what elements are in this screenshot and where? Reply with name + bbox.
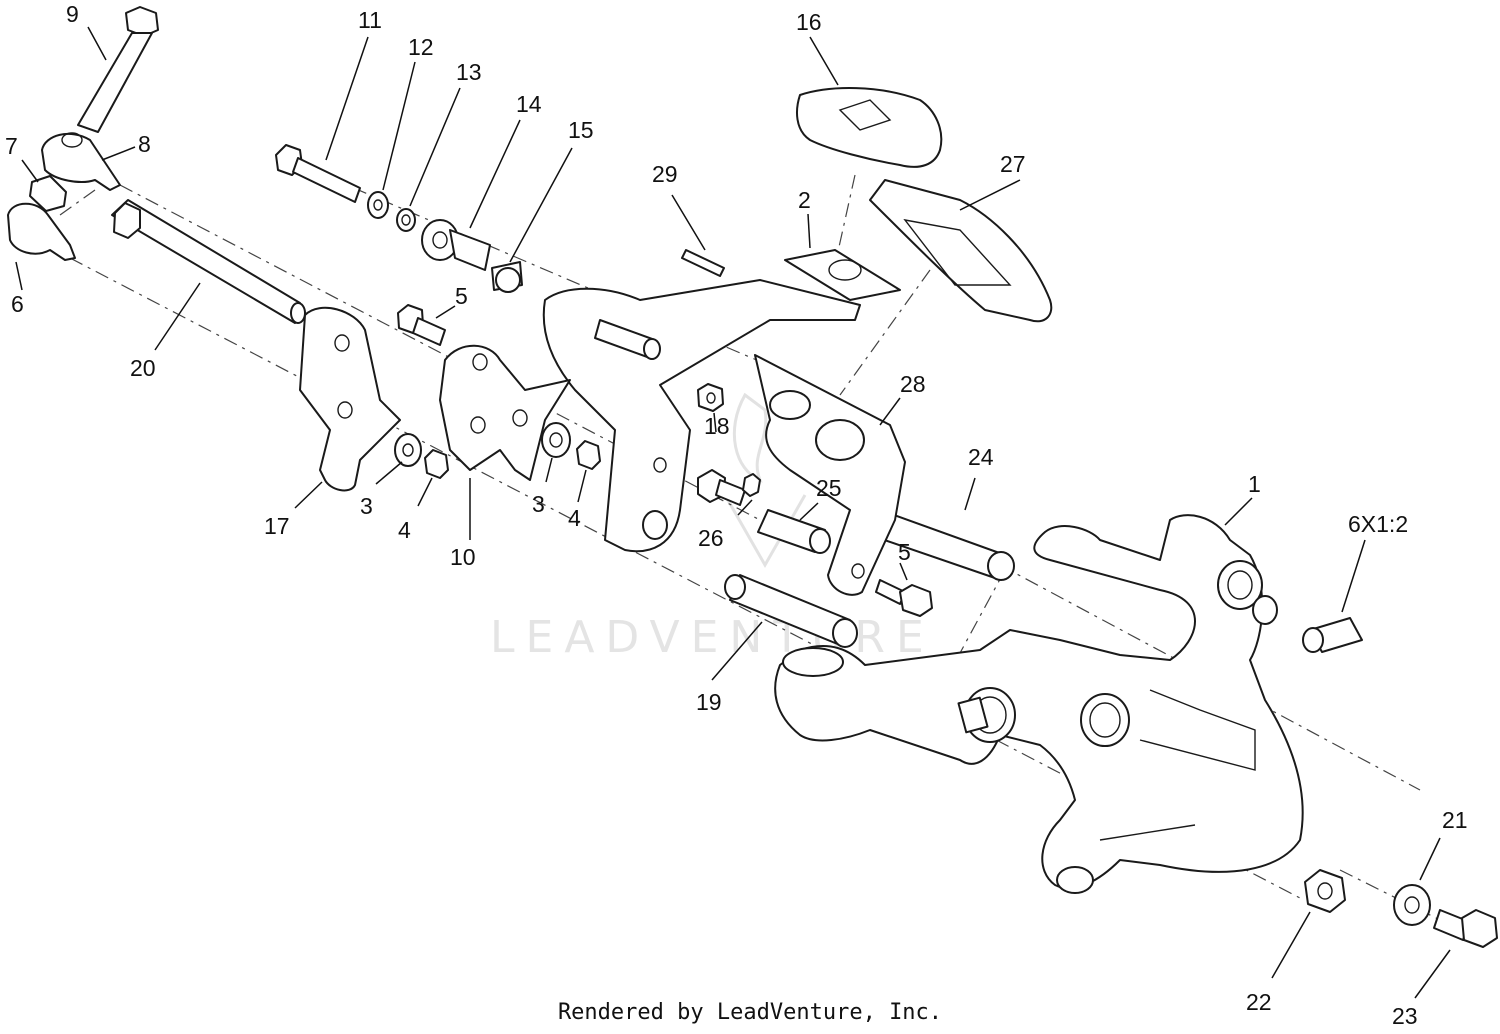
rod-end-part-14	[421, 219, 491, 271]
callout-1: 1	[1248, 471, 1261, 497]
callout-3b: 3	[532, 491, 545, 517]
callout-3a: 3	[360, 493, 373, 519]
callout-10: 10	[450, 544, 476, 570]
callout-5a: 5	[455, 283, 468, 309]
pedal-lever-arm	[542, 279, 861, 553]
washer-part-3a	[394, 433, 422, 467]
pin-part-29	[681, 249, 725, 277]
callout-16: 16	[796, 9, 822, 35]
callout-2: 2	[798, 187, 811, 213]
pedal-bracket-part-2	[784, 249, 901, 301]
callout-5b: 5	[898, 539, 911, 565]
bolt-part-5b	[875, 579, 933, 617]
callout-22: 22	[1246, 989, 1272, 1015]
callout-26: 26	[698, 525, 724, 551]
pedal-pad-part-16	[796, 87, 943, 168]
washer-part-13	[396, 208, 416, 232]
bolt-part-23	[1433, 909, 1498, 948]
callout-6x: 6X1:2	[1348, 511, 1408, 537]
callout-23: 23	[1392, 1003, 1418, 1029]
callout-19: 19	[696, 689, 722, 715]
nut-part-18	[697, 383, 724, 412]
washer-part-12	[367, 191, 389, 219]
tube-part-19	[724, 574, 858, 648]
washer-part-3b	[541, 422, 571, 458]
callout-20: 20	[130, 355, 156, 381]
callout-25: 25	[816, 475, 842, 501]
bolt-part-5a	[397, 304, 446, 346]
callout-9: 9	[66, 1, 79, 27]
callout-18: 18	[704, 413, 730, 439]
callout-labels: 1 2 3 3 4 4 5 5 6 6X1:2 7 8 9 10 11 12 1…	[5, 1, 1468, 1029]
nut-part-22	[1304, 869, 1346, 913]
callout-14: 14	[516, 91, 542, 117]
leader-lines	[15, 26, 1451, 999]
bushing-part-15	[491, 261, 523, 293]
nut-part-4b	[576, 440, 601, 470]
spacer-part-25	[757, 509, 831, 554]
callout-4a: 4	[398, 517, 411, 543]
pivot-frame-part	[774, 514, 1304, 894]
spacer-part-7	[29, 175, 67, 212]
callout-27: 27	[1000, 151, 1026, 177]
rod-end-part-6	[7, 202, 76, 261]
bracket-plate-part-10	[439, 344, 571, 481]
nut-part-4a	[424, 449, 449, 479]
callout-24: 24	[968, 444, 994, 470]
callout-12: 12	[408, 34, 434, 60]
pivot-plate-part-28	[754, 354, 906, 596]
bolt-part-11	[275, 144, 361, 203]
bolt-part-9	[77, 6, 159, 133]
callout-13: 13	[456, 59, 482, 85]
callout-21: 21	[1442, 807, 1468, 833]
callout-8: 8	[138, 131, 151, 157]
callout-7: 7	[5, 133, 18, 159]
bracket-plate-part-17	[299, 306, 401, 492]
callout-11: 11	[358, 7, 382, 33]
callout-28: 28	[900, 371, 926, 397]
fitting-part-26	[697, 469, 761, 506]
washer-part-21	[1393, 884, 1431, 926]
bushing-6x-part	[1302, 617, 1363, 653]
watermark-text: LEADVENTURE	[490, 612, 935, 663]
callout-4b: 4	[568, 505, 581, 531]
callout-6: 6	[11, 291, 24, 317]
callout-29: 29	[652, 161, 678, 187]
pedal-cover-part-27	[869, 179, 1053, 323]
callout-15: 15	[568, 117, 594, 143]
long-bolt-part-20	[111, 199, 306, 324]
rod-end-part-8	[41, 132, 121, 191]
render-credit: Rendered by LeadVenture, Inc.	[557, 1000, 943, 1025]
callout-17: 17	[264, 513, 290, 539]
